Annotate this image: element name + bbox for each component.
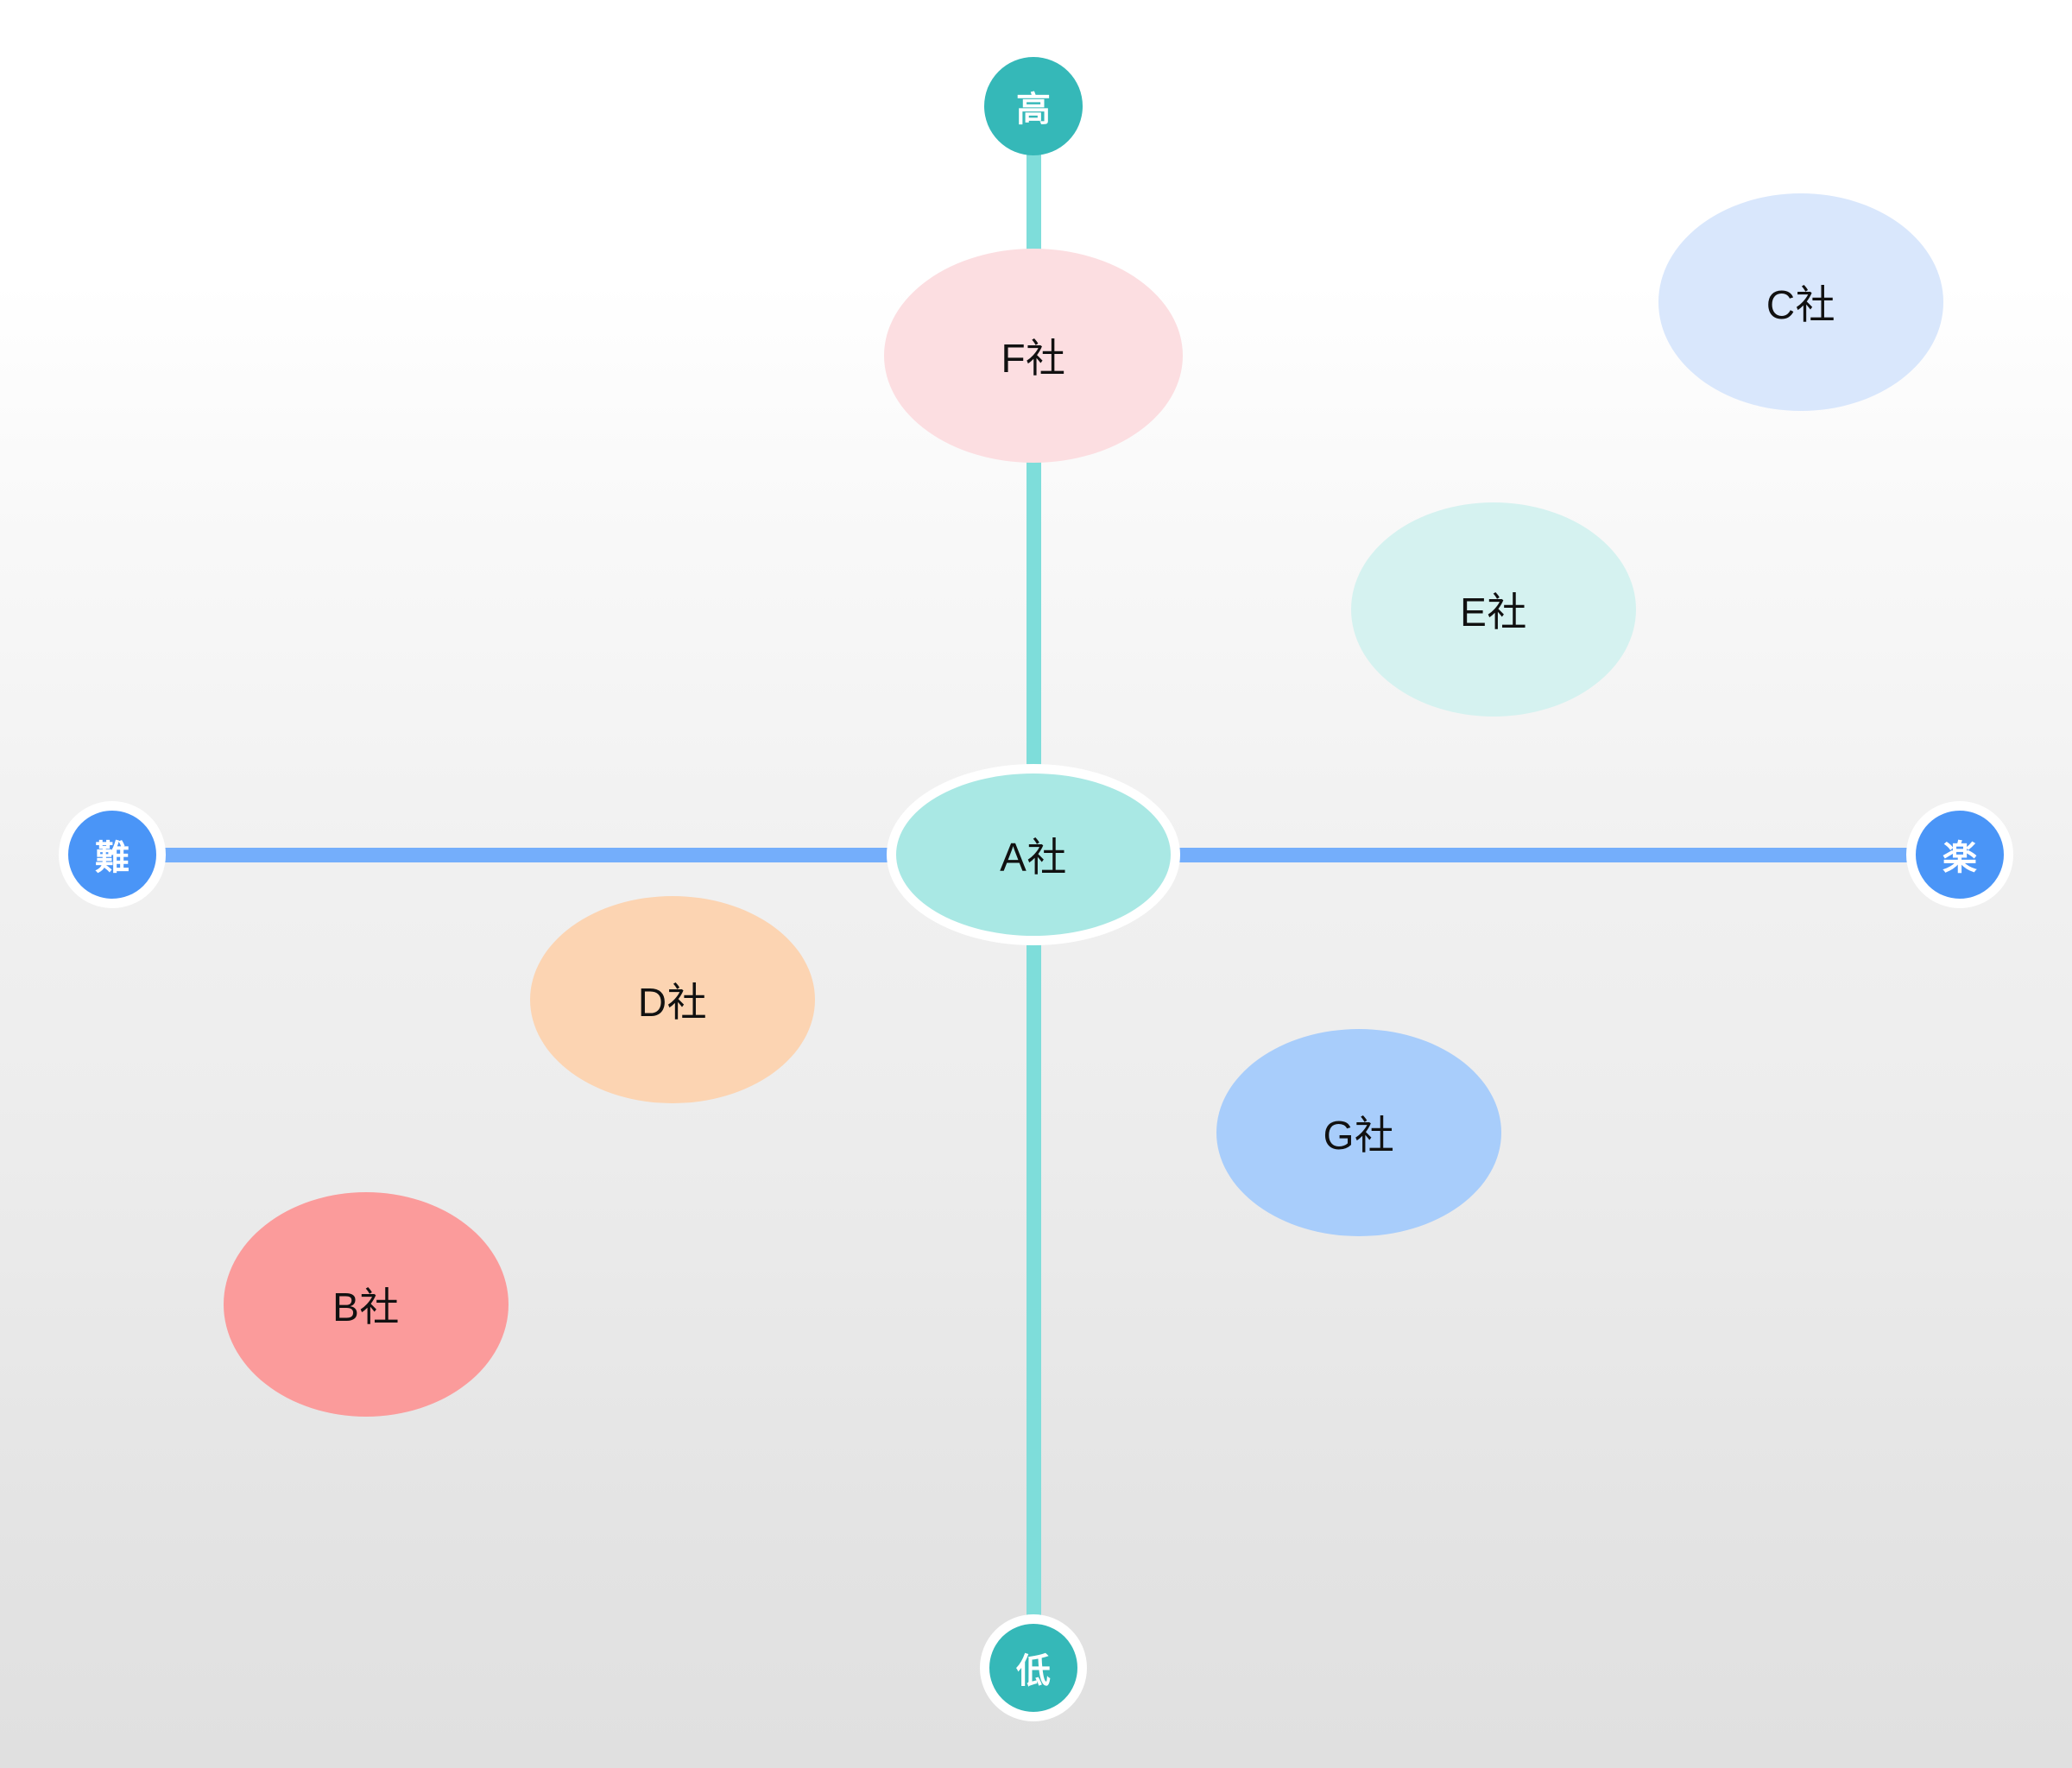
- bubble-company-f[interactable]: F社: [884, 249, 1183, 463]
- bubble-label-g: G社: [1323, 1113, 1395, 1158]
- bubble-company-g[interactable]: G社: [1216, 1029, 1501, 1236]
- bubble-company-d[interactable]: D社: [530, 896, 815, 1103]
- bubble-label-e: E社: [1460, 590, 1527, 635]
- bubble-label-f: F社: [1001, 336, 1066, 381]
- axis-cap-hard-label: 難: [95, 839, 130, 877]
- bubble-label-c: C社: [1766, 282, 1836, 327]
- axis-cap-easy[interactable]: 楽: [1906, 801, 2013, 908]
- bubble-company-c[interactable]: C社: [1658, 193, 1943, 411]
- axis-cap-high-label: 高: [1016, 91, 1051, 129]
- bubble-company-e[interactable]: E社: [1351, 502, 1636, 717]
- axis-cap-easy-label: 楽: [1942, 839, 1977, 877]
- axis-cap-low-label: 低: [1016, 1652, 1051, 1690]
- bubble-label-b: B社: [332, 1285, 400, 1329]
- bubble-label-a: A社: [1000, 835, 1067, 880]
- axis-cap-high[interactable]: 高: [984, 57, 1083, 155]
- axis-cap-hard[interactable]: 難: [59, 801, 166, 908]
- bubble-label-d: D社: [637, 980, 708, 1025]
- bubble-company-b[interactable]: B社: [224, 1192, 509, 1417]
- bubble-company-a[interactable]: A社: [887, 764, 1180, 945]
- axis-cap-low[interactable]: 低: [980, 1614, 1087, 1721]
